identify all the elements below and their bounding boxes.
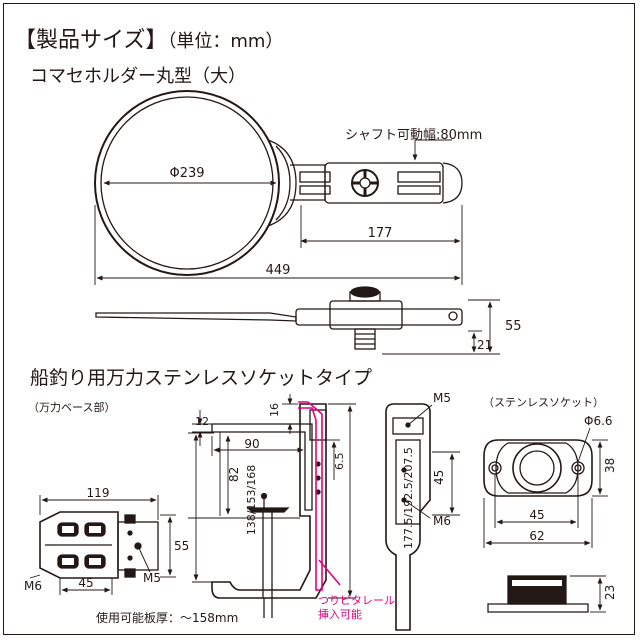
clamp-dim-138: 138/153/168 bbox=[245, 465, 258, 535]
rail-note-line1: つりピタレール bbox=[318, 594, 395, 607]
socket-dim-45: 45 bbox=[529, 508, 544, 522]
base-plate-view bbox=[39, 511, 159, 579]
page-title: 【製品サイズ】（単位：mm） bbox=[14, 28, 284, 53]
socket-section-label: （ステンレスソケット） bbox=[483, 396, 604, 409]
clamp-dim-6-5: 6.5 bbox=[333, 453, 346, 471]
side-m6-label: M6 bbox=[433, 514, 451, 528]
holder-dim-177: 177 bbox=[368, 226, 393, 241]
clamp-view bbox=[211, 403, 327, 618]
holder-dim-449: 449 bbox=[266, 263, 291, 278]
holder-dim-21: 21 bbox=[477, 338, 492, 352]
socket-top-view bbox=[483, 439, 593, 497]
socket-dim-62: 62 bbox=[529, 529, 544, 543]
base-dim-45: 45 bbox=[78, 576, 93, 590]
clamp-dim-12: 12 bbox=[195, 415, 209, 428]
mount-section-title: 船釣り用万力ステンレスソケットタイプ bbox=[30, 367, 373, 389]
holder-side-dims bbox=[382, 299, 500, 355]
holder-diameter-label: Φ239 bbox=[169, 166, 204, 181]
socket-dim-23: 23 bbox=[603, 585, 617, 600]
base-dimensions bbox=[29, 495, 176, 595]
socket-dim-38: 38 bbox=[603, 458, 617, 473]
plate-thickness-note: 使用可能板厚：～158mm bbox=[96, 610, 238, 625]
clamp-dim-90: 90 bbox=[244, 437, 259, 451]
clamp-dim-16: 16 bbox=[268, 403, 281, 417]
clamp-dim-82: 82 bbox=[227, 467, 241, 482]
shaft-range-label: シャフト可動幅:80mm bbox=[345, 128, 482, 143]
rail-note-line2: 挿入可能 bbox=[318, 607, 362, 621]
holder-dim-55: 55 bbox=[505, 319, 522, 334]
base-m5-label: M5 bbox=[143, 571, 161, 585]
unit-label: （単位：mm） bbox=[167, 31, 284, 52]
side-m5-label: M5 bbox=[433, 391, 451, 405]
base-m6-label: M6 bbox=[24, 579, 42, 593]
base-section-label: （万力ベース部） bbox=[28, 400, 115, 414]
socket-phi-label: Φ6.6 bbox=[584, 414, 613, 428]
holder-side-view bbox=[95, 286, 463, 350]
socket-side-view bbox=[487, 575, 589, 613]
side-dims bbox=[403, 404, 460, 519]
base-dim-55: 55 bbox=[174, 539, 189, 553]
holder-dimensions bbox=[94, 139, 463, 285]
socket-side-dims bbox=[570, 575, 606, 613]
base-dim-119: 119 bbox=[87, 486, 110, 500]
diagram-frame bbox=[3, 3, 635, 635]
socket-dimensions bbox=[483, 427, 608, 548]
rail-outline bbox=[298, 401, 341, 591]
side-dim-45: 45 bbox=[432, 470, 446, 485]
clamp-dimensions bbox=[188, 394, 356, 599]
product-name: コマセホルダー丸型（大） bbox=[30, 66, 246, 87]
